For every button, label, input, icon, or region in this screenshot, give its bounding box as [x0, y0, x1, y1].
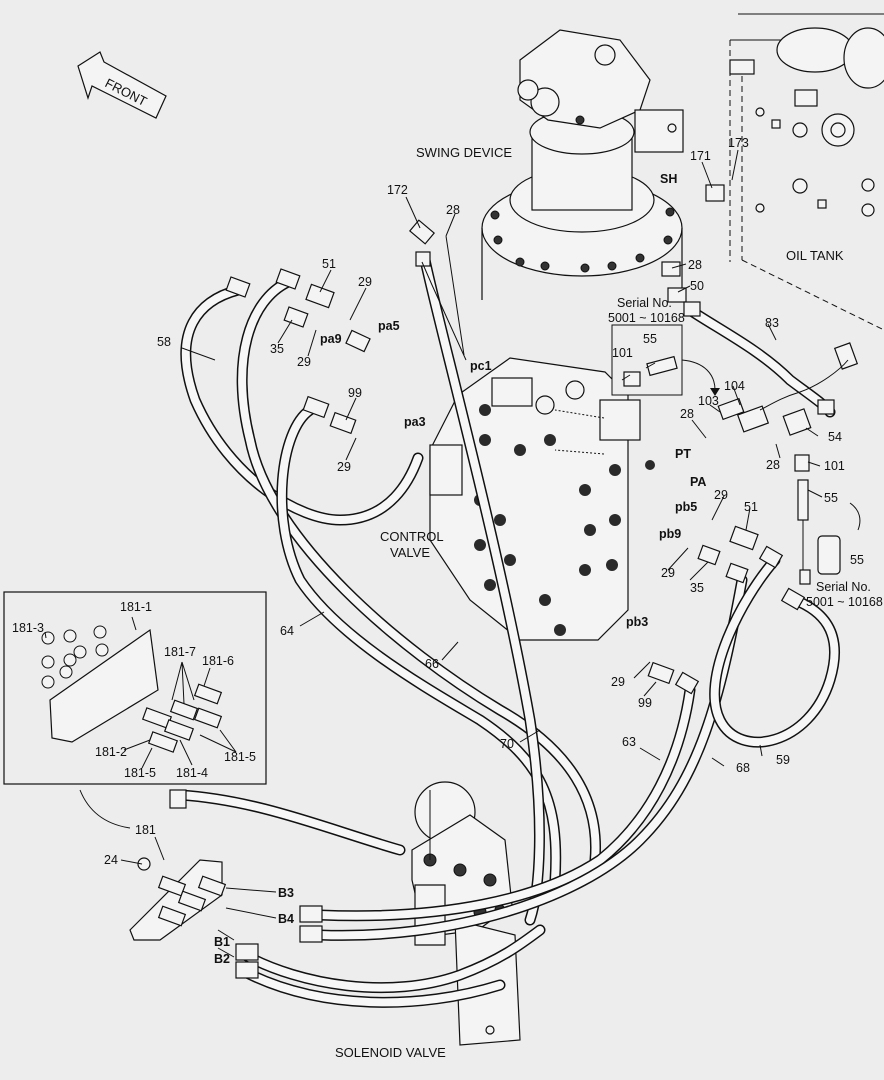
part-number: 28	[766, 458, 780, 472]
part-number: 181-5	[224, 750, 256, 764]
part-number: 181-7	[164, 645, 196, 659]
part-number: 29	[358, 275, 372, 289]
arrow-55	[849, 502, 861, 531]
control-valve-label-2: VALVE	[390, 545, 430, 560]
part-number: 54	[828, 430, 842, 444]
port-label: PT	[675, 447, 691, 461]
part-number: 51	[322, 257, 336, 271]
part-number: 181	[135, 823, 156, 837]
part-number: 181-6	[202, 654, 234, 668]
solenoid-valve-label: SOLENOID VALVE	[335, 1045, 446, 1060]
swing-device	[481, 29, 684, 300]
port-label: B4	[278, 912, 294, 926]
port-label: pb5	[675, 500, 697, 514]
port-label: pa5	[378, 319, 400, 333]
part-number: 99	[638, 696, 652, 710]
swing-device-label: SWING DEVICE	[416, 145, 512, 160]
part-number: 181-3	[12, 621, 44, 635]
serial-inset-box	[611, 324, 720, 396]
part-number: 55	[643, 332, 657, 346]
part-number: 51	[744, 500, 758, 514]
part-number: 58	[157, 335, 171, 349]
part-number: 29	[714, 488, 728, 502]
part-number: 83	[765, 316, 779, 330]
part-number: 70	[500, 737, 514, 751]
part-number: 28	[688, 258, 702, 272]
serial-notes: Serial No. 5001 ~ 10168 Serial No. 5001 …	[608, 296, 883, 609]
part-number: 29	[337, 460, 351, 474]
part-number: 101	[612, 346, 633, 360]
fittings	[137, 184, 859, 979]
part-number: 171	[690, 149, 711, 163]
part-number: 181-4	[176, 766, 208, 780]
part-number: 101	[824, 459, 845, 473]
part-number: 173	[728, 136, 749, 150]
part-number: 29	[611, 675, 625, 689]
port-label: SH	[660, 172, 677, 186]
arrow-181	[79, 789, 131, 829]
part-number: 99	[348, 386, 362, 400]
port-label: pa3	[404, 415, 426, 429]
part-number: 35	[690, 581, 704, 595]
port-label: pc1	[470, 359, 492, 373]
part-number: 55	[824, 491, 838, 505]
part-number: 181-2	[95, 745, 127, 759]
part-number: 29	[297, 355, 311, 369]
part-number: 68	[736, 761, 750, 775]
leader-lines	[44, 149, 823, 958]
port-label: pa9	[320, 332, 342, 346]
serial-note-line: 5001 ~ 10168	[806, 595, 883, 609]
port-label: B3	[278, 886, 294, 900]
front-arrow: FRONT	[77, 51, 167, 119]
port-label: B2	[214, 952, 230, 966]
part-number: 181-1	[120, 600, 152, 614]
port-label: PA	[690, 475, 706, 489]
part-numbers: 172 28 51 29 58 35 29 99 29 171 173 28 5…	[12, 136, 864, 867]
part-number: 28	[680, 407, 694, 421]
part-number: 103	[698, 394, 719, 408]
port-label: B1	[214, 935, 230, 949]
part-number: 64	[280, 624, 294, 638]
part-number: 172	[387, 183, 408, 197]
part-number: 63	[622, 735, 636, 749]
part-number: 29	[661, 566, 675, 580]
part-number: 59	[776, 753, 790, 767]
oil-tank	[729, 13, 884, 331]
serial-note-line: Serial No.	[617, 296, 672, 310]
serial-note-line: Serial No.	[816, 580, 871, 594]
port-label: pb3	[626, 615, 648, 629]
oil-tank-label: OIL TANK	[786, 248, 844, 263]
part-number: 181-5	[124, 766, 156, 780]
serial-note-line: 5001 ~ 10168	[608, 311, 685, 325]
port-label: pb9	[659, 527, 681, 541]
part-number: 35	[270, 342, 284, 356]
part-number: 28	[446, 203, 460, 217]
hoses	[174, 254, 840, 1008]
port-labels: SH pa5 pa9 pc1 pa3 PT PA pb5 pb9 pb3 B3 …	[214, 172, 706, 966]
detail-box-181	[3, 591, 267, 785]
part-number: 50	[690, 279, 704, 293]
part-number: 66	[425, 657, 439, 671]
control-valve	[429, 357, 655, 641]
part-number: 104	[724, 379, 745, 393]
part-number: 24	[104, 853, 118, 867]
control-valve-label-1: CONTROL	[380, 529, 444, 544]
bracket-181	[129, 859, 227, 941]
part-number: 55	[850, 553, 864, 567]
